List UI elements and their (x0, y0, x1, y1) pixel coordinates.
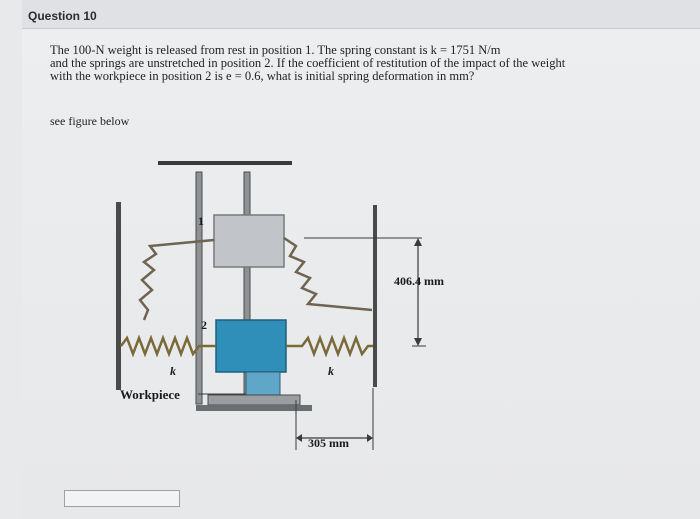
question-title: Question 10 (28, 9, 97, 23)
label-position-2: 2 (201, 318, 207, 332)
figure-drawing (116, 161, 426, 450)
question-line: with the workpiece in position 2 is e = … (50, 69, 475, 83)
label-workpiece: Workpiece (120, 387, 180, 402)
answer-input[interactable] (64, 490, 180, 507)
label-spring-constant-right: k (328, 364, 334, 378)
mechanism-figure: 1 2 k k Workpiece 406.4 mm 305 mm (96, 150, 456, 470)
label-spring-constant-left: k (170, 364, 176, 378)
question-line: The 100-N weight is released from rest i… (50, 43, 501, 57)
question-text: The 100-N weight is released from rest i… (50, 44, 610, 83)
label-position-1: 1 (198, 214, 204, 228)
question-card: Question 10 The 100-N weight is released… (22, 0, 700, 519)
label-vertical-dimension: 406.4 mm (394, 274, 444, 288)
question-line: and the springs are unstretched in posit… (50, 56, 566, 70)
see-figure-text: see figure below (50, 114, 130, 128)
left-rail (0, 0, 23, 519)
label-horizontal-dimension: 305 mm (308, 436, 349, 450)
question-header: Question 10 (22, 0, 700, 29)
